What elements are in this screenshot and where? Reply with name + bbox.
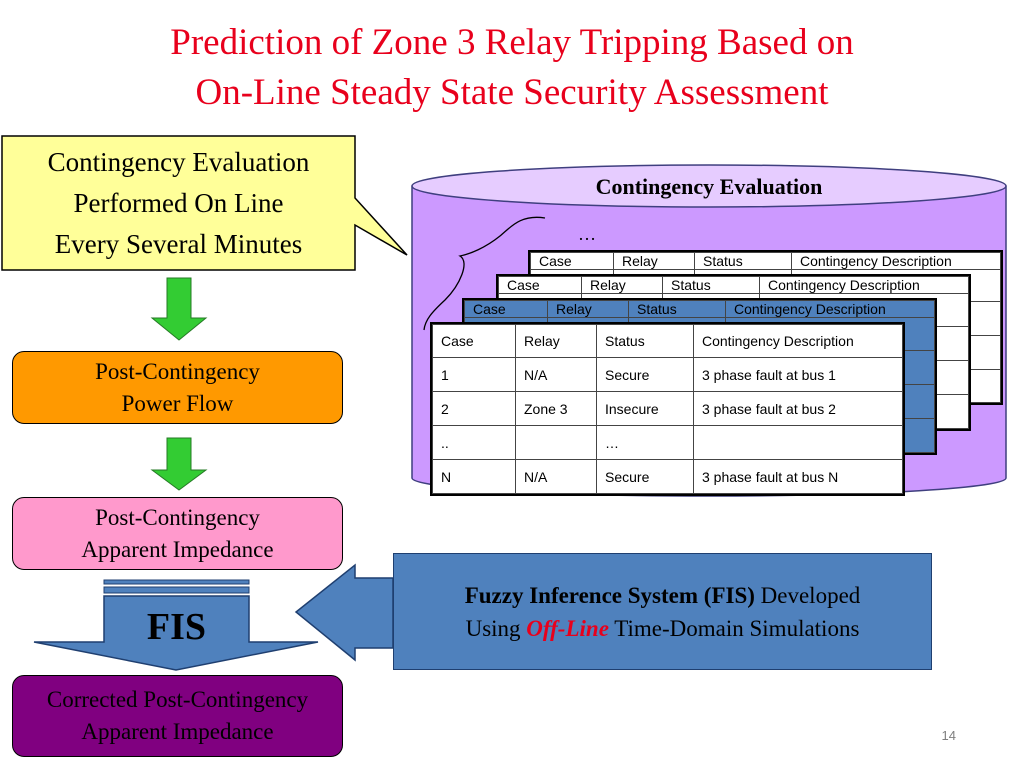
slide-title: Prediction of Zone 3 Relay Tripping Base… [0, 18, 1024, 118]
header-relay: Relay [515, 324, 597, 358]
cell-case: N [432, 459, 516, 494]
cell-status: Secure [596, 459, 694, 494]
header-relay: Relay [581, 276, 663, 294]
table-row: N N/A Secure 3 phase fault at bus N [432, 459, 903, 494]
callout-text: Contingency Evaluation Performed On Line… [2, 136, 355, 270]
fuzzy-arrow [294, 563, 394, 662]
cell-relay: N/A [515, 459, 597, 494]
fuzzy-rest-1: Developed [754, 582, 861, 608]
cell-relay: Zone 3 [515, 391, 597, 426]
header-description: Contingency Description [759, 276, 969, 294]
stack-ellipsis: … [578, 224, 596, 244]
fis-arrow-band-1 [103, 579, 250, 585]
apparent-impedance-line-2: Apparent Impedance [81, 536, 274, 562]
apparent-impedance-line-1: Post-Contingency [95, 504, 260, 530]
callout-shape [1, 135, 408, 271]
cell-relay: N/A [515, 357, 597, 392]
power-flow-line-1: Post-Contingency [95, 358, 260, 384]
table-row: Case Relay Status Contingency Descriptio… [464, 300, 935, 318]
header-status: Status [628, 300, 726, 318]
green-arrow-1 [150, 277, 208, 341]
cell-status: Secure [596, 357, 694, 392]
cell-description: 3 phase fault at bus N [693, 459, 903, 494]
contingency-table: Case Relay Status Contingency Descriptio… [432, 324, 903, 494]
fuzzy-line-1: Fuzzy Inference System (FIS) Developed [394, 579, 931, 612]
header-status: Status [596, 324, 694, 358]
apparent-impedance-box: Post-Contingency Apparent Impedance [12, 497, 343, 570]
title-line-1: Prediction of Zone 3 Relay Tripping Base… [170, 22, 854, 63]
cell-case: 1 [432, 357, 516, 392]
table-row: 1 N/A Secure 3 phase fault at bus 1 [432, 357, 903, 392]
cell-case: .. [432, 425, 516, 460]
callout-line-1: Contingency Evaluation [47, 146, 310, 177]
header-case: Case [530, 252, 614, 270]
table-row: 2 Zone 3 Insecure 3 phase fault at bus 2 [432, 391, 903, 426]
corrected-impedance-box: Corrected Post-Contingency Apparent Impe… [12, 675, 343, 757]
fuzzy-rest-2: Time-Domain Simulations [608, 615, 860, 641]
fuzzy-bold-text: Fuzzy Inference System (FIS) [464, 582, 755, 608]
fis-arrow-shape [33, 595, 319, 671]
header-case: Case [464, 300, 548, 318]
header-relay: Relay [613, 252, 695, 270]
header-status: Status [694, 252, 792, 270]
corrected-line-2: Apparent Impedance [81, 719, 274, 744]
fuzzy-inference-box: Fuzzy Inference System (FIS) Developed U… [393, 553, 932, 670]
header-status: Status [662, 276, 760, 294]
cell-status: Insecure [596, 391, 694, 426]
table-front: Case Relay Status Contingency Descriptio… [430, 322, 905, 496]
cell-description [693, 425, 903, 460]
cell-status: … [596, 425, 694, 460]
cell-relay [515, 425, 597, 460]
header-description: Contingency Description [791, 252, 1001, 270]
power-flow-line-2: Power Flow [121, 390, 234, 416]
header-description: Contingency Description [725, 300, 935, 318]
page-number: 14 [941, 728, 956, 743]
power-flow-box: Post-Contingency Power Flow [12, 351, 343, 424]
cell-description: 3 phase fault at bus 1 [693, 357, 903, 392]
corrected-line-1: Corrected Post-Contingency [46, 687, 309, 712]
table-row: Case Relay Status Contingency Descriptio… [530, 252, 1001, 270]
cell-case: 2 [432, 391, 516, 426]
stack-brace [423, 216, 546, 331]
fis-label: FIS [146, 606, 207, 648]
table-header-row: Case Relay Status Contingency Descriptio… [432, 324, 903, 358]
fuzzy-using: Using [465, 615, 527, 641]
header-relay: Relay [547, 300, 629, 318]
callout-line-3: Every Several Minutes [54, 228, 303, 259]
green-arrow-2 [150, 437, 208, 491]
cell-description: 3 phase fault at bus 2 [693, 391, 903, 426]
table-row: .. … [432, 425, 903, 460]
database-cylinder-top [411, 164, 1007, 208]
fis-arrow-band-2 [103, 586, 250, 594]
header-case: Case [498, 276, 582, 294]
header-description: Contingency Description [693, 324, 903, 358]
title-line-2: On-Line Steady State Security Assessment [195, 72, 829, 113]
header-case: Case [432, 324, 516, 358]
fuzzy-line-2: Using Off-Line Time-Domain Simulations [394, 612, 931, 645]
fuzzy-offline: Off-Line [526, 615, 609, 641]
table-row: Case Relay Status Contingency Descriptio… [498, 276, 969, 294]
database-title: Contingency Evaluation [595, 174, 823, 199]
callout-line-2: Performed On Line [73, 187, 284, 218]
